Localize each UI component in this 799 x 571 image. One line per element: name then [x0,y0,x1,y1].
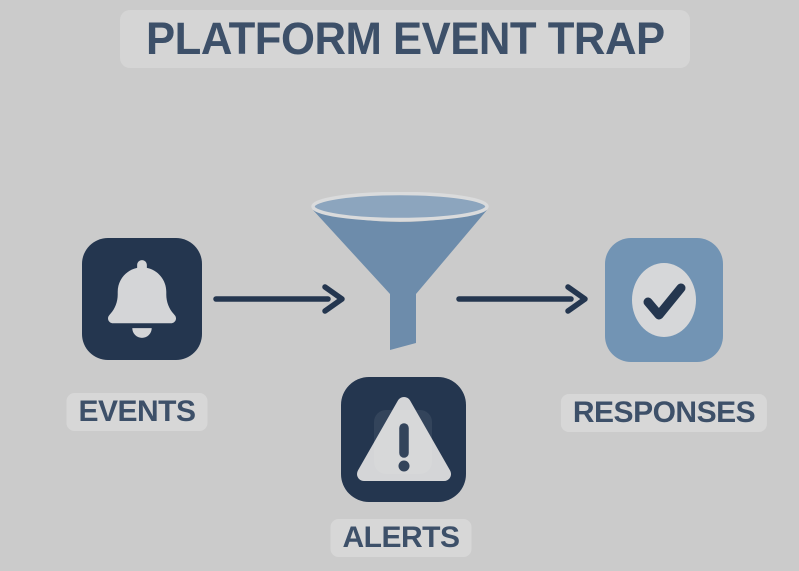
responses-label: RESPONSES [572,396,756,429]
arrow-events-to-funnel-icon [213,284,345,314]
alerts-label: ALERTS [342,521,461,554]
warning-icon [356,396,451,481]
alerts-label-chip: ALERTS [330,519,472,557]
title-chip: PLATFORM EVENT TRAP [120,10,690,68]
events-label-chip: EVENTS [66,393,208,431]
funnel-icon [311,192,489,350]
arrow-funnel-to-responses-icon [456,284,588,314]
events-node [82,238,202,360]
bell-icon [108,260,176,338]
checkmark-icon [632,263,696,337]
alerts-node [341,377,466,502]
alerts-inner-glow [374,410,432,474]
responses-node [605,238,723,362]
page-title: PLATFORM EVENT TRAP [145,13,665,64]
events-label: EVENTS [78,395,196,428]
responses-label-chip: RESPONSES [560,394,768,432]
